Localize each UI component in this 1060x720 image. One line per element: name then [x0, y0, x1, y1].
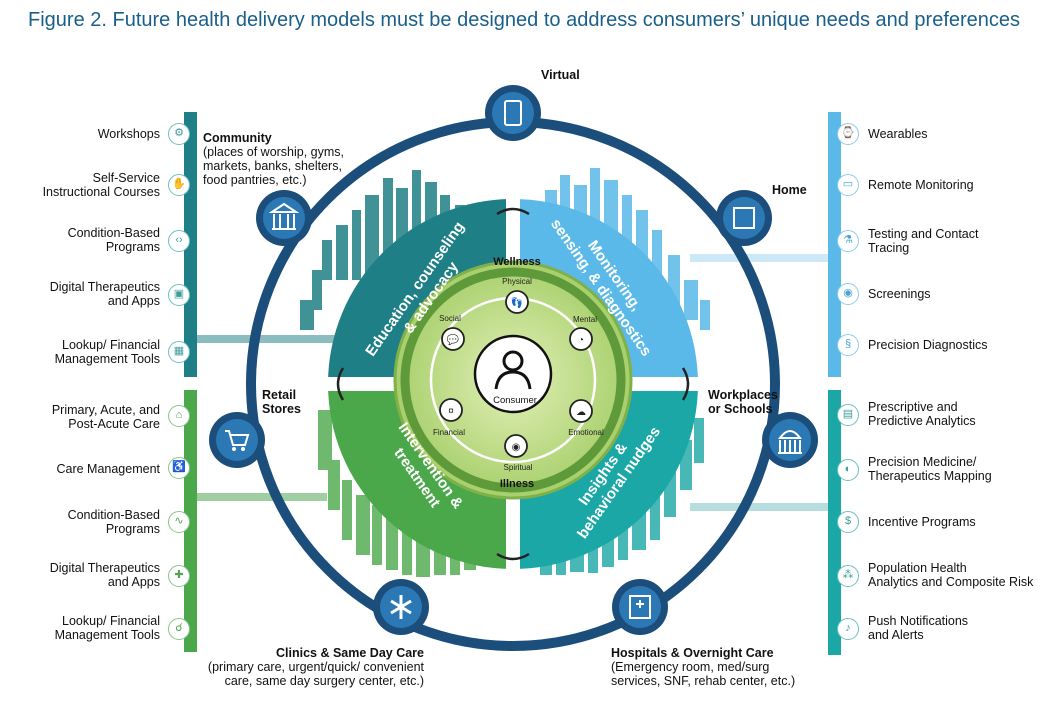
community-sub: (places of worship, gyms,markets, banks,…	[203, 145, 345, 187]
social-label: Social	[439, 314, 461, 323]
hospitals-node	[612, 579, 668, 635]
virtual-label: Virtual	[541, 68, 580, 82]
gears-icon: ⚙	[168, 123, 190, 145]
watch-icon: ⌚	[837, 123, 859, 145]
connector-left-top	[197, 335, 337, 343]
monitor-icon: ▭	[837, 174, 859, 196]
list-item-precision-medicine: Precision Medicine/Therapeutics Mapping	[868, 455, 992, 483]
chip-icon: ▣	[168, 284, 190, 306]
right-bottom-bar	[828, 390, 841, 655]
svg-text:¤: ¤	[448, 406, 454, 417]
connector-left-bottom	[197, 493, 327, 501]
physical-label: Physical	[502, 277, 532, 286]
pulse-icon: ∿	[168, 511, 190, 533]
hand-icon: ✋	[168, 174, 190, 196]
connector-right-top	[690, 254, 828, 262]
calculator-icon: ▦	[168, 341, 190, 363]
home-label: Home	[772, 183, 807, 197]
stethoscope-icon: ☌	[168, 618, 190, 640]
medkit-icon: ✚	[168, 565, 190, 587]
list-item-screenings: Screenings	[868, 287, 931, 301]
chart-icon: ▤	[837, 404, 859, 426]
clinics-title: Clinics & Same Day Care	[276, 646, 424, 660]
connector-right-bottom	[690, 503, 828, 511]
clinics-block: Clinics & Same Day Care (primary care, u…	[196, 646, 424, 688]
social-icon: 💬	[441, 327, 465, 351]
home-node	[716, 190, 772, 246]
svg-text:◔: ◔	[578, 335, 584, 346]
wheelchair-icon: ♿	[168, 457, 190, 479]
svg-text:👣: 👣	[511, 296, 523, 309]
clinic-icon: ⌂	[168, 405, 190, 427]
population-icon: ⁂	[837, 565, 859, 587]
emotional-label: Emotional	[568, 428, 604, 437]
community-node	[256, 190, 312, 246]
dna-icon: §	[837, 334, 859, 356]
code-icon: ‹›	[168, 230, 190, 252]
money-icon: $	[837, 511, 859, 533]
mental-label: Mental	[573, 315, 597, 324]
eye-icon: ◉	[837, 283, 859, 305]
financial-label: Financial	[433, 428, 465, 437]
spiritual-icon: ◉	[504, 434, 528, 458]
virtual-node	[485, 85, 541, 141]
person-icon	[494, 350, 532, 390]
hospitals-title: Hospitals & Overnight Care	[611, 646, 774, 660]
list-item-remote-monitoring: Remote Monitoring	[868, 178, 974, 192]
community-title: Community	[203, 131, 272, 145]
hospitals-block: Hospitals & Overnight Care (Emergency ro…	[611, 646, 795, 688]
list-item-care-management: Care Management	[56, 462, 160, 476]
list-item-precision-diagnostics: Precision Diagnostics	[868, 338, 988, 352]
list-item-wearables: Wearables	[868, 127, 928, 141]
community-block: Community (places of worship, gyms,marke…	[203, 131, 344, 187]
svg-text:☁: ☁	[576, 407, 586, 418]
page-title: Figure 2. Future health delivery models …	[28, 9, 1021, 31]
emotional-icon: ☁	[569, 399, 593, 423]
physical-icon: 👣	[505, 290, 529, 314]
pill-icon: ◐	[837, 459, 859, 481]
spiritual-label: Spiritual	[504, 463, 533, 472]
workplaces-node	[762, 412, 818, 468]
clinics-node	[373, 579, 429, 635]
retail-node	[209, 412, 265, 468]
svg-text:◉: ◉	[512, 442, 521, 453]
illness-label: Illness	[500, 478, 534, 490]
consumer-label: Consumer	[493, 395, 537, 406]
svg-text:💬: 💬	[447, 333, 460, 346]
wellness-label: Wellness	[493, 256, 541, 268]
financial-icon: ¤	[439, 398, 463, 422]
consumer-circle	[473, 334, 553, 414]
list-item-workshops: Workshops	[97, 127, 160, 141]
wellness-band	[400, 267, 626, 493]
test-tube-icon: ⚗	[837, 230, 859, 252]
mental-icon: ◔	[569, 327, 593, 351]
list-item-incentive-programs: Incentive Programs	[868, 515, 976, 529]
left-bottom-bar	[184, 390, 197, 652]
bell-icon: ♪	[837, 618, 859, 640]
